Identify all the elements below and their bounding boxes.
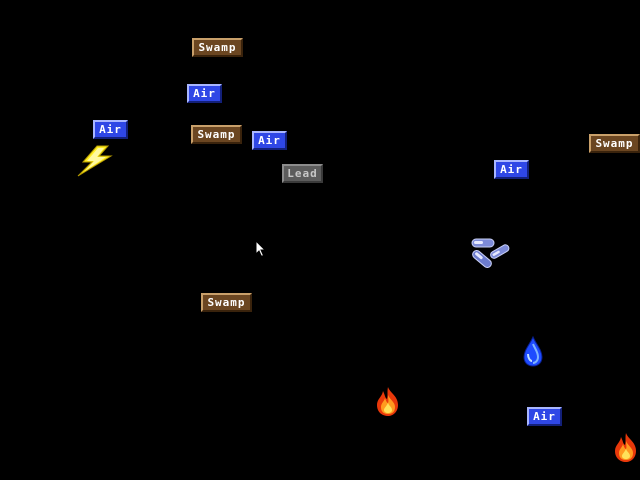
swamp-tile[interactable]: Swamp — [192, 38, 243, 57]
arrow-cursor-icon — [255, 239, 267, 262]
swamp-tile[interactable]: Swamp — [201, 293, 252, 312]
swamp-tile[interactable]: Swamp — [589, 134, 640, 153]
water-drop-icon[interactable] — [522, 336, 544, 368]
fire-icon[interactable] — [374, 386, 402, 418]
air-tile[interactable]: Air — [252, 131, 287, 150]
pills-icon[interactable] — [470, 237, 510, 269]
air-tile[interactable]: Air — [494, 160, 529, 179]
swamp-tile[interactable]: Swamp — [191, 125, 242, 144]
lightning-icon[interactable] — [77, 145, 113, 177]
fire-icon[interactable] — [612, 432, 640, 464]
lead-tile[interactable]: Lead — [282, 164, 323, 183]
air-tile[interactable]: Air — [93, 120, 128, 139]
air-tile[interactable]: Air — [187, 84, 222, 103]
air-tile[interactable]: Air — [527, 407, 562, 426]
